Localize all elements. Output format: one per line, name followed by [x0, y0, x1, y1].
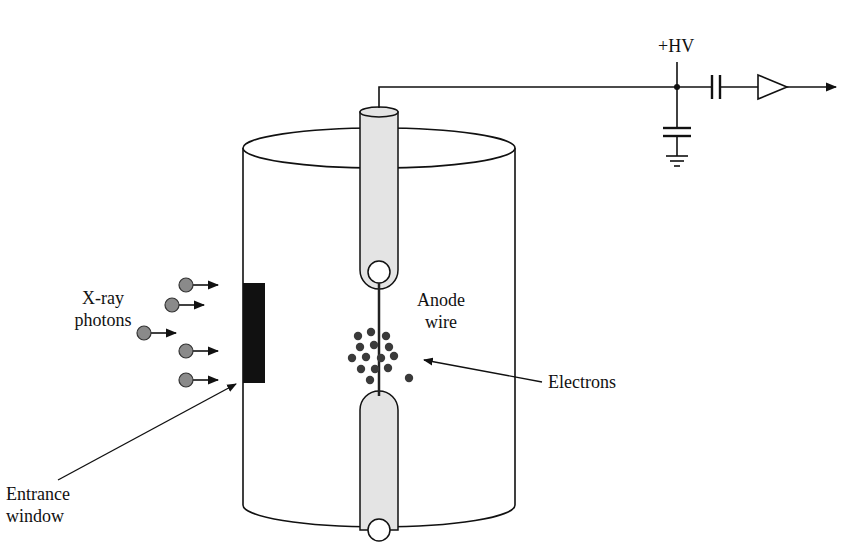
photon-arrow: [179, 304, 204, 306]
electron: [371, 365, 379, 373]
coupling-capacitor: [712, 75, 720, 99]
electron: [377, 354, 385, 362]
xray-photons: [137, 278, 218, 387]
electron: [354, 332, 362, 340]
ground-symbol: [666, 156, 688, 166]
photon-label: X-ray photons: [70, 288, 136, 331]
signal-wire: [379, 62, 836, 108]
photon: [179, 373, 193, 387]
photon-arrow: [193, 379, 218, 381]
electron: [348, 354, 356, 362]
photon: [165, 298, 179, 312]
electron: [382, 332, 390, 340]
entrance-window: [243, 283, 265, 383]
electron: [405, 374, 413, 382]
electron: [366, 376, 374, 384]
anode-insulator-top: [360, 107, 398, 289]
part-label: Anode wire: [410, 290, 472, 333]
photon: [179, 278, 193, 292]
photon-arrow: [193, 350, 218, 352]
voltage-label: +HV: [658, 36, 718, 58]
anode-insulator-bottom: [360, 391, 398, 541]
leader-line: [58, 384, 236, 480]
part-label: Electrons: [548, 372, 658, 394]
electron: [370, 341, 378, 349]
electron: [390, 352, 398, 360]
photon: [137, 326, 151, 340]
electron: [367, 328, 375, 336]
electron: [356, 343, 364, 351]
electron: [384, 364, 392, 372]
capacitor-symbol: [663, 87, 691, 156]
part-label: Entrance window: [6, 484, 86, 527]
electron: [362, 353, 370, 361]
electron: [357, 365, 365, 373]
anode-wire: [378, 283, 381, 396]
electron: [385, 343, 393, 351]
leader-line: [424, 360, 542, 382]
photon-arrow: [193, 284, 218, 286]
photon-arrow: [151, 332, 176, 334]
electron-cloud: [348, 328, 413, 384]
amplifier-symbol: [758, 75, 787, 99]
photon: [179, 344, 193, 358]
